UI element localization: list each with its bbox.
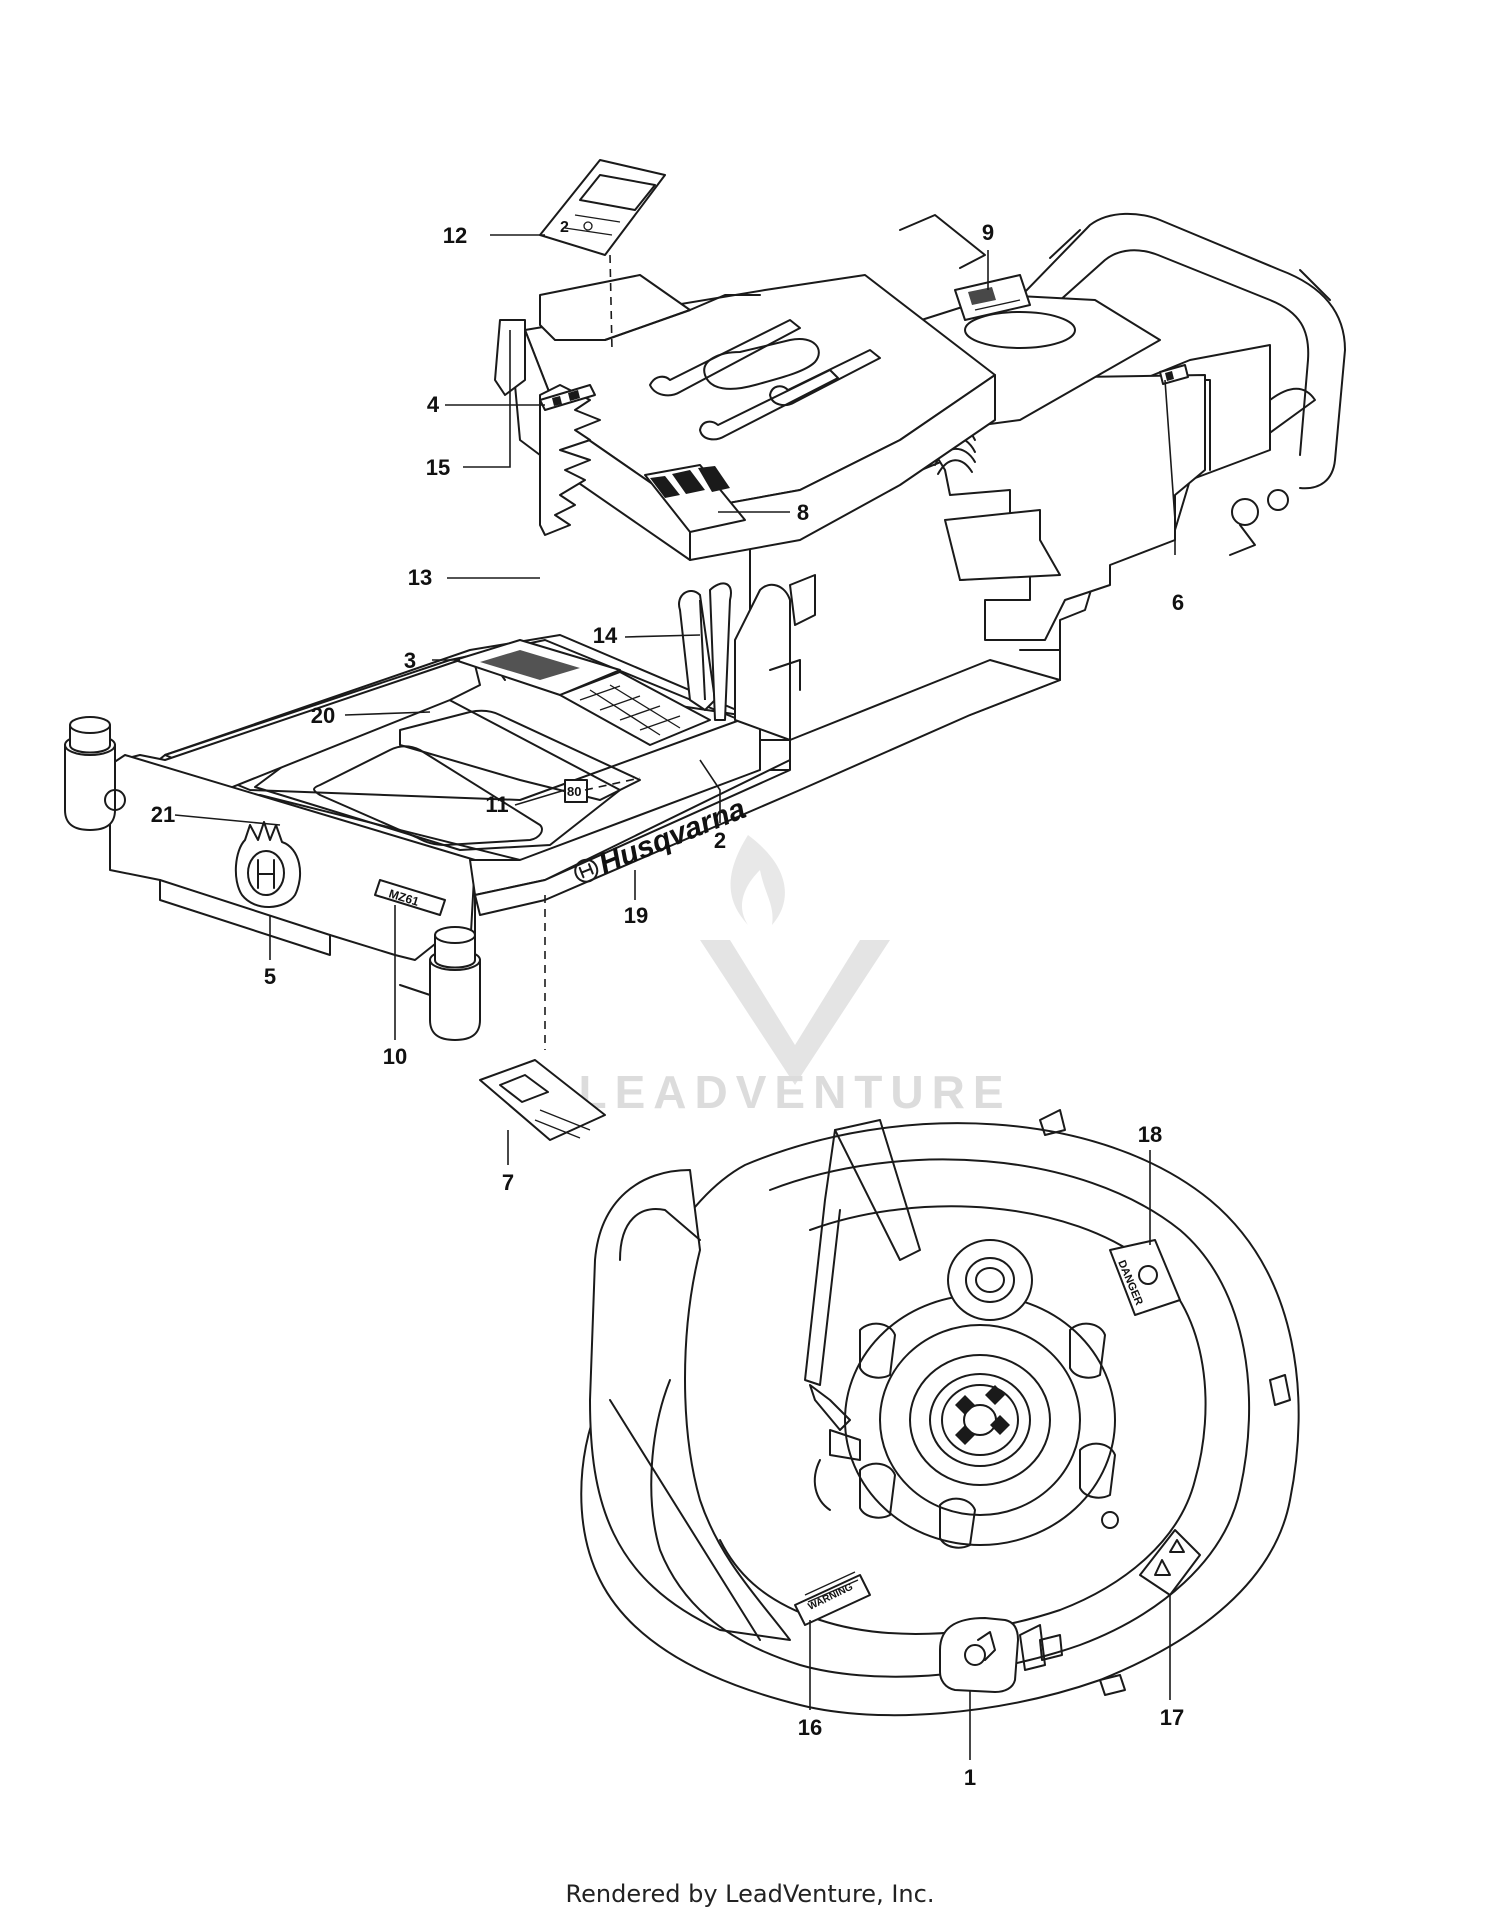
watermark-logo: LEADVENTURE xyxy=(578,835,1011,1118)
callout-21: 21 xyxy=(151,802,175,827)
watermark-text: LEADVENTURE xyxy=(578,1066,1011,1118)
right-caster xyxy=(399,926,481,1041)
callout-20: 20 xyxy=(311,703,335,728)
callout-11: 11 xyxy=(485,792,508,817)
callout-17: 17 xyxy=(1160,1705,1184,1730)
husqvarna-logo-icon xyxy=(234,821,302,908)
callout-4: 4 xyxy=(427,392,440,417)
mower-frame xyxy=(64,212,1346,1041)
callout-9: 9 xyxy=(982,220,994,245)
callout-15: 15 xyxy=(426,455,450,480)
decal-4 xyxy=(539,384,596,411)
callout-10: 10 xyxy=(383,1044,407,1069)
callout-12: 12 xyxy=(443,223,467,248)
left-caster xyxy=(64,716,126,831)
decal-9 xyxy=(954,274,1031,321)
decal-17 xyxy=(1139,1529,1201,1596)
mower-deck xyxy=(580,1109,1300,1717)
callout-13: 13 xyxy=(408,565,432,590)
callout-16: 16 xyxy=(798,1715,822,1740)
callout-5: 5 xyxy=(264,964,276,989)
decal-11: 80 xyxy=(564,779,588,803)
callout-19: 19 xyxy=(624,903,648,928)
callout-8: 8 xyxy=(797,500,809,525)
decal-12: 2 xyxy=(539,159,666,256)
decal-1 xyxy=(939,1617,1019,1693)
decal-6 xyxy=(1159,364,1189,385)
callout-6: 6 xyxy=(1172,590,1184,615)
footer-credit: Rendered by LeadVenture, Inc. xyxy=(565,1880,935,1908)
callout-labels: 12 9 4 15 8 13 6 14 3 20 11 21 2 19 5 10… xyxy=(151,220,1184,1790)
callout-7: 7 xyxy=(502,1170,514,1195)
label-80-text: 80 xyxy=(567,784,581,799)
decal-7 xyxy=(479,1059,606,1141)
svg-text:2: 2 xyxy=(560,219,569,236)
callout-2: 2 xyxy=(714,828,726,853)
callout-1: 1 xyxy=(964,1765,976,1790)
leader-lines xyxy=(174,234,1176,1760)
callout-14: 14 xyxy=(593,623,618,648)
control-decals xyxy=(454,639,711,746)
seat-pictogram-decal xyxy=(644,464,746,533)
callout-3: 3 xyxy=(404,648,416,673)
callout-18: 18 xyxy=(1138,1122,1162,1147)
